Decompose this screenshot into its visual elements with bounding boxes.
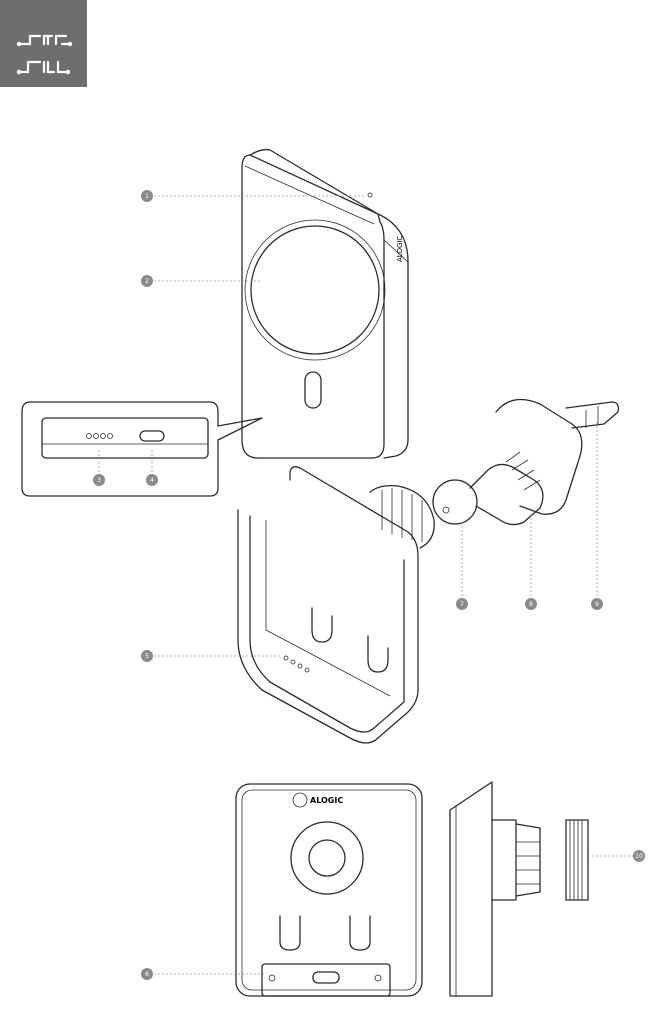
callout-1: 1 xyxy=(141,190,153,202)
callout-4: 4 xyxy=(146,474,158,486)
front-wordmark: ALOGIC xyxy=(310,796,343,805)
side-wordmark: ALOGIC xyxy=(396,236,404,262)
holder-side-view xyxy=(449,781,589,997)
svg-text:9: 9 xyxy=(595,601,599,608)
circuit-logo-glyph xyxy=(16,34,73,75)
callout-9: 9 xyxy=(591,598,603,610)
callout-8: 8 xyxy=(525,598,537,610)
svg-text:3: 3 xyxy=(97,477,101,484)
svg-text:1: 1 xyxy=(145,193,149,200)
callout-5: 5 xyxy=(141,650,153,662)
svg-text:7: 7 xyxy=(460,601,464,608)
svg-text:8: 8 xyxy=(529,601,533,608)
callout-2: 2 xyxy=(141,275,153,287)
vent-clip-mount xyxy=(432,398,620,526)
holder-front-view: ALOGIC xyxy=(235,783,423,997)
leader-lines xyxy=(98,195,633,975)
callout-3: 3 xyxy=(93,474,105,486)
svg-text:4: 4 xyxy=(150,477,154,484)
svg-text:2: 2 xyxy=(145,278,149,285)
callout-7: 7 xyxy=(456,598,468,610)
svg-text:5: 5 xyxy=(145,653,149,660)
power-bank: ALOGIC xyxy=(241,148,409,459)
svg-text:10: 10 xyxy=(635,853,643,860)
callout-10: 10 xyxy=(633,850,645,862)
holder-cradle xyxy=(237,466,435,744)
bottom-view-inset xyxy=(21,401,263,497)
svg-text:6: 6 xyxy=(145,971,149,978)
circuit-logo-icon xyxy=(0,0,87,87)
callout-6: 6 xyxy=(141,968,153,980)
